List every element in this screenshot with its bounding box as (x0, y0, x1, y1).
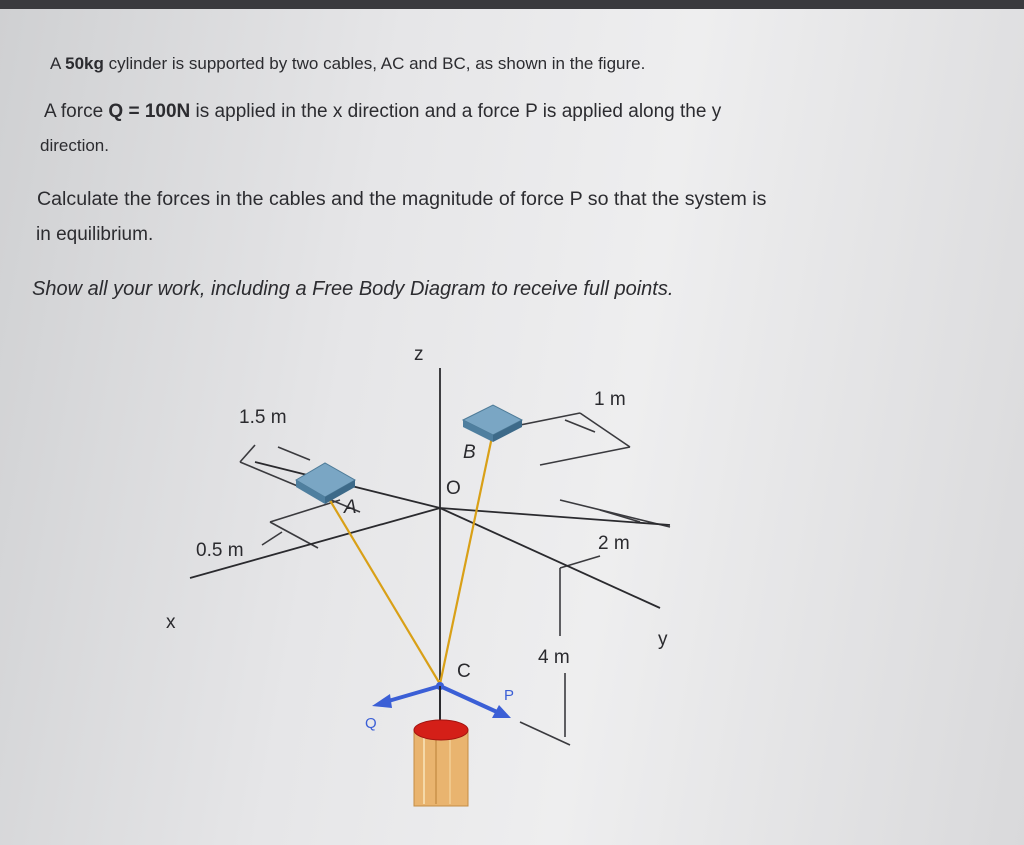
dim-line-bottom (519, 721, 571, 746)
dim-tick-1 (239, 444, 256, 463)
x-axis (189, 507, 441, 579)
label-Q: Q (365, 715, 377, 732)
label-z: z (414, 344, 424, 365)
dimension-lines (239, 412, 671, 746)
dim-label-2m: 2 m (598, 533, 630, 554)
force-Q-arrowhead (372, 694, 392, 708)
y-axis (439, 507, 661, 609)
label-B: B (463, 442, 476, 463)
label-A: A (343, 497, 357, 518)
force-q-symbol: Q (108, 101, 124, 122)
line1-text-a: A (50, 54, 66, 73)
equals-sign: = (123, 101, 145, 122)
label-x: x (166, 612, 176, 633)
cable-BC (438, 431, 495, 685)
force-Q-arrow (384, 684, 441, 704)
dim-tick-2 (277, 446, 311, 461)
force-P-arrowhead (492, 705, 511, 718)
line1-text-b: cylinder is supported by two cables, AC … (103, 54, 646, 73)
dim-line-05m (269, 499, 341, 523)
axes (189, 368, 671, 680)
force-arrows (372, 682, 511, 718)
cable-AC (324, 491, 441, 685)
force-q-value: 100N (144, 101, 191, 122)
problem-line-4: Calculate the forces in the cables and t… (37, 188, 767, 210)
label-y: y (658, 629, 668, 650)
cylinder (413, 719, 469, 807)
dim-label-1-5m: 1.5 m (239, 407, 287, 428)
ceiling-edge-b (439, 507, 671, 526)
dim-label-0-5m: 0.5 m (196, 540, 244, 561)
cylinder-top (413, 719, 469, 741)
dim-line-2m (559, 499, 671, 528)
support-plate-B (461, 404, 524, 442)
top-edge (0, 0, 1024, 9)
problem-line-2: A force Q = 100N is applied in the x dir… (44, 101, 721, 123)
line2-text-a: A force (44, 101, 109, 122)
dim-tick-05m (261, 531, 283, 546)
force-P-arrow (439, 684, 498, 714)
problem-line-1: A 50kg cylinder is supported by two cabl… (50, 54, 645, 74)
dim-tick-2m (599, 509, 641, 523)
problem-line-3: direction. (40, 136, 109, 155)
problem-line-5: in equilibrium. (36, 224, 154, 245)
dim-label-1m: 1 m (594, 389, 626, 410)
dim-label-4m: 4 m (538, 647, 570, 668)
dim-line-1m-b (539, 446, 631, 466)
support-plate-A (295, 462, 357, 504)
problem-line-6: Show all your work, including a Free Bod… (32, 278, 674, 300)
label-C: C (457, 661, 471, 682)
mass-value: 50kg (65, 54, 104, 73)
cables (324, 431, 495, 685)
label-O: O (446, 478, 461, 499)
dim-line-1m (579, 412, 631, 448)
line2-text-b: is applied in the x direction and a forc… (190, 101, 722, 122)
dim-tick-1m (564, 419, 596, 433)
cylinder-body (413, 729, 469, 807)
label-P: P (504, 687, 514, 704)
